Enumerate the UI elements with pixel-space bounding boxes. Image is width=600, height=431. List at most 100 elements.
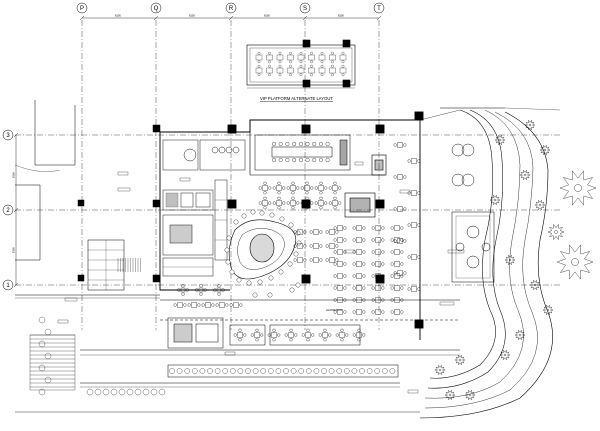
dining-chair [323,338,327,342]
dining-chair [255,338,259,342]
dining-table [375,249,381,255]
dining-chair [293,244,297,248]
dining-chair [343,250,347,254]
shrub [134,388,142,396]
dining-table [219,302,225,308]
shrub [192,368,198,374]
shrub [86,388,94,396]
dining-chair [277,206,281,210]
dining-chair [403,143,407,147]
dining-chair [177,288,181,292]
dining-chair [319,230,323,234]
vip-inset-chair [257,64,261,68]
shrub [344,368,350,374]
shrub [38,316,46,324]
grid-col-r: R [229,6,234,12]
bar-stool [295,282,301,288]
shrub [252,368,259,374]
dining-tables [173,142,421,342]
dining-chair [319,181,323,185]
dining-chair [303,258,307,262]
dining-table [337,309,343,315]
dining-chair [294,333,298,337]
dining-chair [263,196,267,200]
dining-chair [352,286,356,290]
dining-table [297,243,303,249]
vip-inset-table [308,67,315,74]
vip-inset-chair [278,60,282,64]
dining-chair [357,328,361,332]
dining-table [356,309,362,315]
grid-col-s: S [303,6,307,12]
grid-row-1: 1 [6,283,10,289]
tree-canopy [514,329,526,341]
col-spacing-1: 8100 [115,14,121,18]
dining-chair [328,333,332,337]
garden-cluster [451,211,495,283]
dining-chair [400,262,404,266]
planter-shrubs [38,316,396,396]
shrub [150,388,158,396]
tree-canopy [504,254,516,266]
dining-chair [181,292,185,296]
dining-chair [300,186,304,190]
vip-inset-table [308,54,315,61]
tree-canopy [534,199,546,211]
dining-chair [400,238,404,242]
vip-chair [285,158,290,162]
vip-inset-chair [341,60,345,64]
dining-chair [333,206,337,210]
dining-chair [305,196,309,200]
shrub [389,368,396,374]
tree-trunk [554,230,558,234]
vip-platform-inset [246,39,356,89]
dining-chair [324,201,328,205]
dining-table [356,237,362,243]
dining-chair [362,250,366,254]
landscape-area [419,107,561,419]
dining-chair [325,258,329,262]
shrub [126,388,134,396]
dining-chair [333,191,337,195]
dining-chair [343,286,347,290]
bar-stool [241,213,247,219]
dining-chair [390,274,394,278]
shrub [214,368,221,374]
dining-chair [352,226,356,230]
shrub [142,388,150,396]
row-bubbles [2,129,14,291]
vip-inset-chair [310,51,313,55]
dining-table [411,158,417,164]
dining-chair [289,328,293,332]
dining-chair [319,206,323,210]
shrub [313,368,320,374]
dining-chair [352,274,356,278]
tree-canopy [539,144,551,156]
bar-stool [224,247,230,253]
bar-stool [226,235,232,241]
dining-chair [239,303,243,307]
tree-canopy [494,134,506,146]
dining-chair [258,201,262,205]
dining-chair [381,274,385,278]
planter-strip [80,364,400,388]
dining-chair [362,333,366,337]
vip-inset-table [287,67,294,74]
vip-inset-table [276,54,284,61]
dining-chair [343,238,347,242]
dining-chair [343,274,347,278]
dining-chair [296,186,300,190]
dining-chair [403,271,407,275]
vip-inset-chair [257,51,261,55]
shrub [359,368,365,374]
vip-chair [292,158,297,162]
grid-col-t: T [377,6,381,12]
dining-table [276,185,282,191]
dining-table [313,229,319,235]
vip-inset-chair [278,51,282,55]
vip-inset-table [329,54,336,61]
vip-inset-table [318,67,326,74]
dining-table [337,285,343,291]
dining-table [191,302,197,308]
dining-table [313,257,319,263]
